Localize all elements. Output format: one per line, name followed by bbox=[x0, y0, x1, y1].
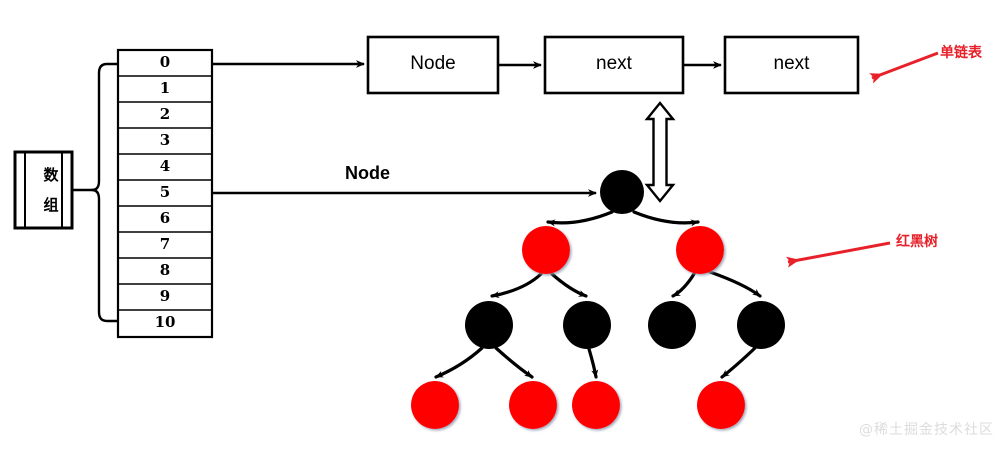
array-cell-6[interactable]: 6 bbox=[159, 209, 171, 227]
node-box-0 bbox=[366, 35, 500, 95]
edge-l1b-left bbox=[671, 272, 696, 298]
tree-node-root bbox=[600, 170, 644, 214]
array-cell-7[interactable]: 7 bbox=[159, 235, 171, 253]
array-label-box bbox=[13, 150, 74, 230]
edge-l2b-left bbox=[587, 347, 599, 379]
tree-node-black-1 bbox=[465, 301, 513, 349]
edge-l2d-left bbox=[720, 346, 757, 379]
tree-node-black-3 bbox=[648, 301, 696, 349]
array-cell-10[interactable]: 10 bbox=[154, 313, 176, 331]
edge-l2a-right bbox=[494, 346, 534, 379]
tree-node-red-leaf-2 bbox=[509, 381, 557, 429]
edge-l1a-right bbox=[550, 272, 588, 298]
tree-node-red-leaf-1 bbox=[411, 381, 459, 429]
array-cell-8[interactable]: 8 bbox=[159, 261, 171, 279]
tree-pointer-label: Node bbox=[345, 163, 390, 183]
linked-list-box-label-1[interactable]: next bbox=[596, 53, 632, 74]
array-label-char-1: 数 bbox=[43, 166, 59, 184]
node-box-2 bbox=[723, 35, 860, 95]
edge-l1a-left bbox=[490, 272, 543, 299]
array-cell-3[interactable]: 3 bbox=[159, 131, 171, 149]
tree-edges bbox=[434, 210, 762, 379]
array-grid bbox=[116, 48, 214, 339]
linked-list-boxes bbox=[366, 35, 860, 95]
edge-l2a-left bbox=[434, 346, 484, 379]
tree-node-red-1 bbox=[522, 226, 570, 274]
annotation-linked-list: 单链表 bbox=[940, 45, 982, 61]
array-cell-5[interactable]: 5 bbox=[159, 183, 171, 201]
linked-list-box-label-2[interactable]: next bbox=[773, 53, 810, 74]
tree-node-black-4 bbox=[737, 301, 785, 349]
edge-l1b-right bbox=[708, 270, 762, 298]
red-arrow-linked-list bbox=[869, 51, 939, 84]
array-cell-0[interactable]: 0 bbox=[159, 53, 171, 71]
array-cell-9[interactable]: 9 bbox=[159, 287, 171, 305]
tree-node-red-leaf-3 bbox=[572, 381, 620, 429]
array-cell-4[interactable]: 4 bbox=[159, 157, 171, 175]
tree-node-black-2 bbox=[563, 301, 611, 349]
array-cell-2[interactable]: 2 bbox=[159, 105, 171, 123]
array-curly-brace bbox=[90, 62, 120, 323]
edge-root-left bbox=[546, 210, 614, 227]
watermark: @稀土掘金技术社区 bbox=[859, 422, 994, 438]
tree-node-red-leaf-4 bbox=[697, 381, 745, 429]
annotation-red-black-tree: 红黑树 bbox=[896, 234, 938, 250]
array-label-char-2: 组 bbox=[43, 196, 59, 214]
double-headed-arrow bbox=[644, 101, 676, 203]
tree-nodes bbox=[411, 170, 785, 429]
array-cell-1[interactable]: 1 bbox=[159, 79, 171, 97]
edge-root-right bbox=[632, 210, 700, 227]
array-label: 数 组 bbox=[30, 160, 72, 220]
red-arrow-red-black-tree bbox=[786, 241, 891, 268]
tree-node-red-2 bbox=[676, 226, 724, 274]
linked-list-box-label-0[interactable]: Node bbox=[410, 53, 456, 74]
